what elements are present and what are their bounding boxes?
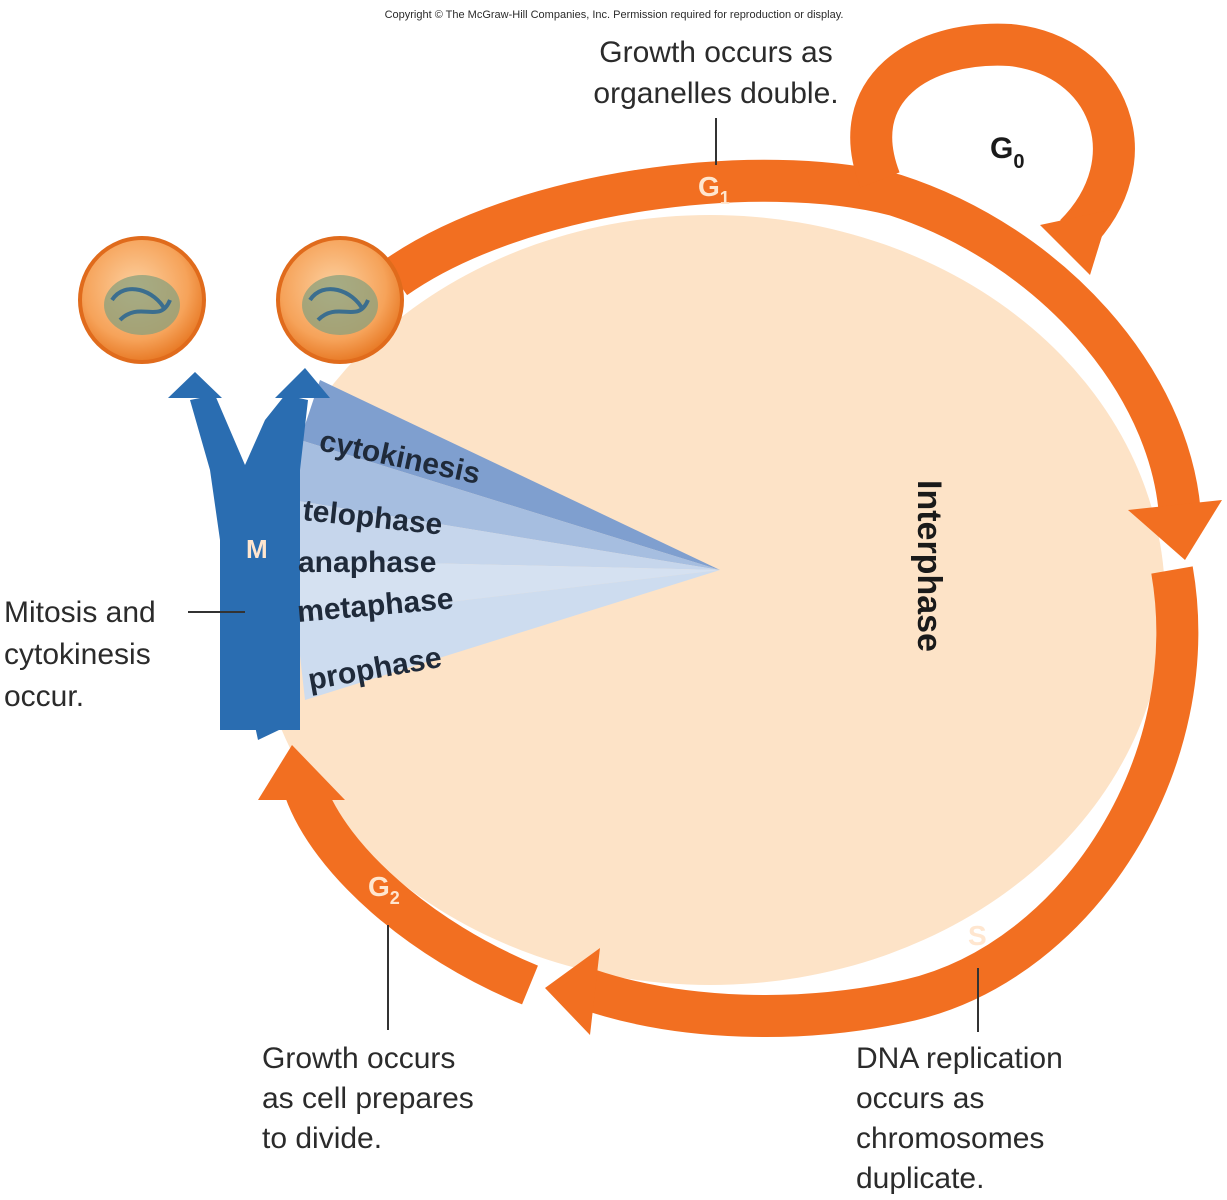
- m-callout-line: Mitosis and: [4, 596, 156, 629]
- s-callout-line: occurs as: [856, 1082, 984, 1115]
- g1-callout-line: organelles double.: [593, 77, 838, 110]
- g2-callout-line: to divide.: [262, 1122, 382, 1155]
- arrowhead-icon: [168, 372, 222, 398]
- s-arc: [583, 566, 1199, 1037]
- arrowhead-icon: [1128, 500, 1222, 560]
- arrowhead-icon: [545, 948, 600, 1035]
- interphase-region: [255, 215, 1165, 985]
- phase-g1-label: G1: [698, 171, 730, 208]
- daughter-cell-icon: [78, 236, 206, 364]
- g1-arc: [382, 159, 1201, 517]
- m-callout-line: occur.: [4, 680, 84, 713]
- phase-m-label: M: [246, 534, 268, 564]
- interphase-label: Interphase: [910, 480, 948, 652]
- g1-callout: Growth occurs as organelles double.: [593, 36, 838, 110]
- s-callout-line: DNA replication: [856, 1042, 1063, 1075]
- phase-g2-label: G2: [368, 871, 400, 908]
- g2-callout-line: Growth occurs: [262, 1042, 455, 1075]
- g0-loop: [850, 23, 1135, 250]
- stage-anaphase: anaphase: [298, 546, 436, 579]
- arrowhead-icon: [275, 368, 330, 398]
- s-callout-line: duplicate.: [856, 1162, 984, 1195]
- g2-arc: [285, 782, 538, 1005]
- g1-callout-line: Growth occurs as: [599, 36, 832, 69]
- phase-g0-label: G0: [990, 132, 1024, 173]
- m-callout-line: cytokinesis: [4, 638, 151, 671]
- arrowhead-icon: [1040, 210, 1110, 275]
- g2-callout: Growth occurs as cell prepares to divide…: [262, 1042, 474, 1155]
- s-callout: DNA replication occurs as chromosomes du…: [856, 1042, 1063, 1195]
- phase-s-label: S: [968, 920, 987, 951]
- m-callout: Mitosis and cytokinesis occur.: [4, 596, 156, 713]
- g2-callout-line: as cell prepares: [262, 1082, 474, 1115]
- copyright-text: Copyright © The McGraw-Hill Companies, I…: [385, 9, 844, 21]
- daughter-cell-icon: [276, 236, 404, 364]
- mitosis-wedge: [292, 380, 720, 700]
- mitosis-y-arrow: [168, 368, 330, 740]
- arrowhead-icon: [258, 745, 345, 800]
- s-callout-line: chromosomes: [856, 1122, 1044, 1155]
